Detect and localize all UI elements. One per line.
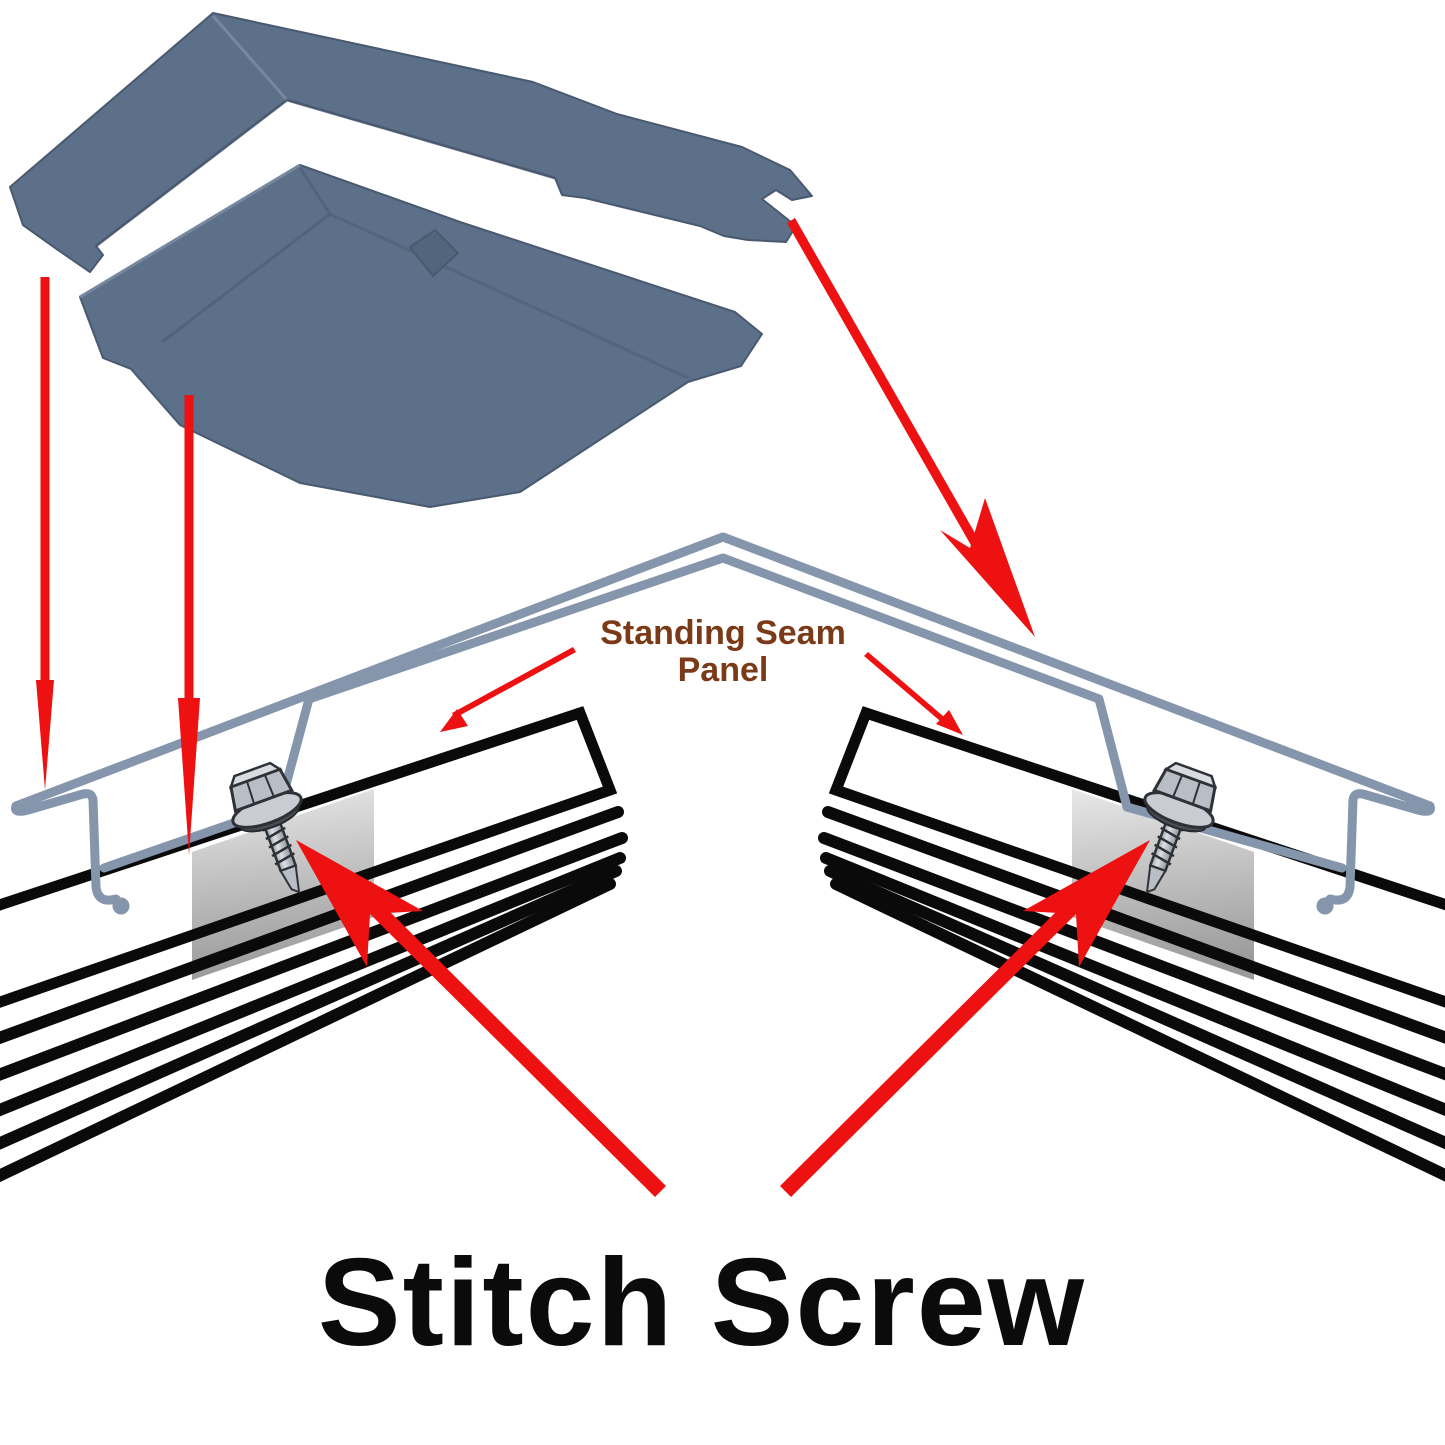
label-arrow-left-icon — [440, 647, 576, 732]
right-panel-section-lines — [818, 806, 1445, 1182]
standing-seam-panel-label: Standing Seam Panel — [600, 615, 846, 689]
annotation-arrows — [36, 218, 1150, 1197]
arrow-to-left-screw-icon — [296, 840, 666, 1197]
right-standing-seam-panel — [828, 706, 1445, 1008]
left-standing-seam-panel — [0, 706, 618, 1008]
ridge-cap-top-piece — [9, 12, 813, 273]
stitch-screw-title: Stitch Screw — [317, 1234, 1087, 1372]
ridge-cap-3d-illustration — [9, 12, 813, 508]
standing-seam-panel-label-line1: Standing Seam — [600, 614, 846, 652]
roof-cross-section — [0, 532, 1445, 1183]
right-drip-edge-dot — [1316, 897, 1334, 915]
ridge-cap-bottom-piece — [79, 163, 763, 508]
arrow-down-mid-icon — [178, 395, 200, 855]
left-backing-plate — [192, 789, 374, 980]
right-stitch-screw-icon — [1143, 761, 1218, 894]
label-arrow-right-icon — [864, 652, 963, 735]
arrow-to-right-screw-icon — [780, 840, 1150, 1197]
left-panel-section-lines — [0, 806, 628, 1183]
arrow-down-left-icon — [36, 277, 54, 790]
arrow-cap-to-roof-icon — [787, 218, 1035, 637]
standing-seam-panel-label-line2: Panel — [677, 651, 769, 689]
ridge-cap-profile-outline — [11, 532, 1435, 905]
left-stitch-screw-icon — [228, 761, 303, 894]
left-drip-edge-dot — [112, 897, 130, 915]
right-backing-plate — [1072, 789, 1254, 980]
